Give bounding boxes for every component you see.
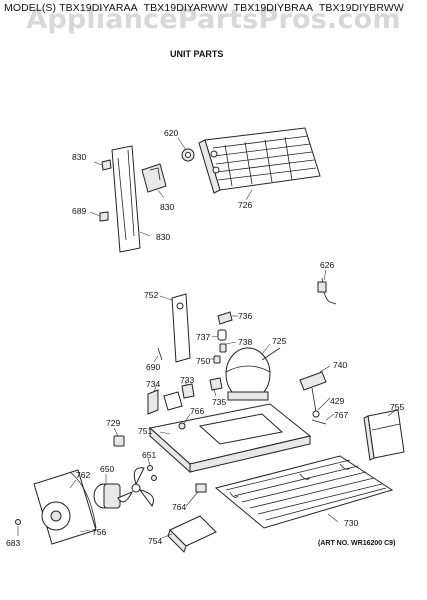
callout-726: 726 bbox=[238, 200, 252, 210]
callout-730: 730 bbox=[344, 518, 358, 528]
model-number: TBX19DIYBRWW bbox=[318, 2, 404, 14]
fan-motor-part bbox=[93, 483, 121, 509]
model-number: TBX19DIYARWW bbox=[143, 2, 228, 14]
callout-736: 736 bbox=[238, 311, 252, 321]
callout-689: 689 bbox=[72, 206, 86, 216]
callout-756: 756 bbox=[92, 527, 106, 537]
callout-755: 755 bbox=[390, 402, 404, 412]
model-number: TBX19DIYARAA bbox=[59, 2, 138, 14]
screw-part bbox=[101, 159, 112, 171]
callout-740: 740 bbox=[333, 360, 347, 370]
callout-734: 734 bbox=[146, 379, 160, 389]
callout-690: 690 bbox=[146, 362, 160, 372]
watermark: AppliancePartsPros.com bbox=[26, 4, 401, 35]
drain-tube-part bbox=[317, 277, 337, 305]
callout-750: 750 bbox=[196, 356, 210, 366]
small-fittings bbox=[213, 311, 233, 364]
condenser-bracket-part bbox=[111, 145, 167, 253]
callout-754: 754 bbox=[148, 536, 162, 546]
callout-737: 737 bbox=[196, 332, 210, 342]
start-capacitor-part bbox=[113, 435, 125, 447]
callout-738: 738 bbox=[238, 337, 252, 347]
callout-626: 626 bbox=[320, 260, 334, 270]
model-list: MODEL(S)TBX19DIYARAA TBX19DIYARWW TBX19D… bbox=[4, 2, 407, 14]
art-number: (ART NO. WR16200 C9) bbox=[318, 540, 396, 547]
condenser-coil-part bbox=[214, 455, 394, 529]
callout-830: 830 bbox=[72, 152, 86, 162]
grommet-part bbox=[15, 519, 21, 525]
model-number: TBX19DIYBRAA bbox=[233, 2, 314, 14]
callout-764: 764 bbox=[172, 502, 186, 512]
callout-729: 729 bbox=[106, 418, 120, 428]
callout-735: 735 bbox=[212, 397, 226, 407]
callout-830: 830 bbox=[160, 202, 174, 212]
callout-725: 725 bbox=[272, 336, 286, 346]
callout-752: 752 bbox=[144, 290, 158, 300]
callout-766: 766 bbox=[190, 406, 204, 416]
condenser-part bbox=[198, 127, 321, 194]
callout-733: 733 bbox=[180, 375, 194, 385]
machine-base-part bbox=[148, 403, 312, 474]
callout-762: 762 bbox=[76, 470, 90, 480]
callout-830: 830 bbox=[156, 232, 170, 242]
screw-part bbox=[99, 211, 109, 222]
callout-651: 651 bbox=[142, 450, 156, 460]
callout-650: 650 bbox=[100, 464, 114, 474]
drain-pan-part bbox=[363, 409, 405, 461]
overload-relay-parts bbox=[147, 377, 223, 415]
models-prefix: MODEL(S) bbox=[4, 2, 57, 14]
fan-blade-part bbox=[117, 465, 157, 507]
callout-751: 751 bbox=[138, 426, 152, 436]
relay-bracket-part bbox=[299, 371, 327, 425]
compressor-part bbox=[225, 347, 281, 401]
condenser-clip-part bbox=[181, 148, 195, 162]
fan-bracket-part bbox=[195, 483, 207, 493]
section-title: UNIT PARTS bbox=[170, 49, 224, 59]
callout-429: 429 bbox=[330, 396, 344, 406]
clip-part bbox=[157, 347, 163, 361]
callout-767: 767 bbox=[334, 410, 348, 420]
mounting-bracket-part bbox=[171, 293, 191, 363]
drip-cover-part bbox=[167, 515, 217, 553]
fan-shroud-part bbox=[33, 469, 97, 545]
callout-620: 620 bbox=[164, 128, 178, 138]
callout-683: 683 bbox=[6, 538, 20, 548]
